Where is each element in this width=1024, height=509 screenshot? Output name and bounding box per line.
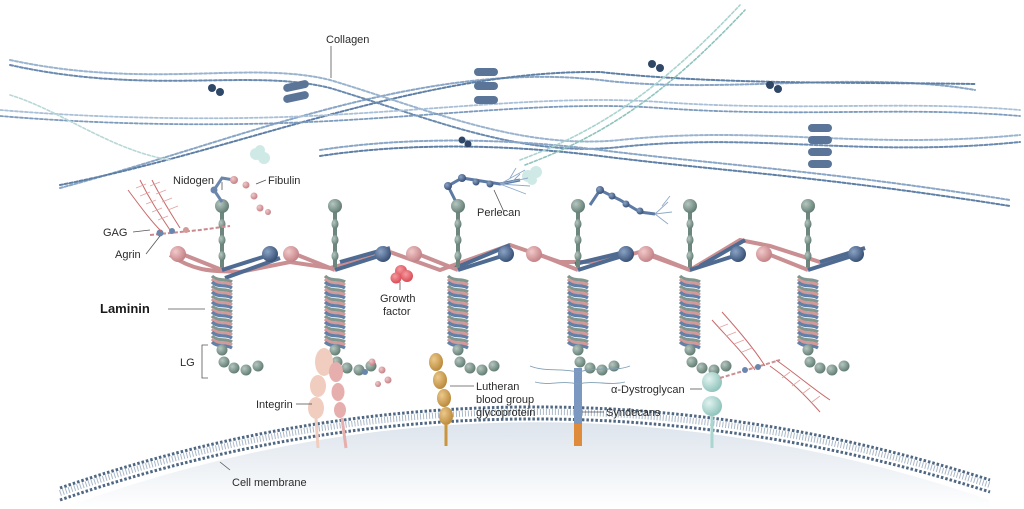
label-syndecans: Syndecans xyxy=(606,407,661,419)
label-cell-membrane: Cell membrane xyxy=(232,477,307,489)
laminin-molecules xyxy=(170,199,864,376)
syndecan xyxy=(529,365,631,446)
collagen-crosslinks xyxy=(283,68,832,168)
integrin xyxy=(308,348,348,449)
laminin-4 xyxy=(526,199,634,376)
label-fibulin: Fibulin xyxy=(268,175,300,187)
label-laminin: Laminin xyxy=(100,301,150,316)
label-lg: LG xyxy=(180,357,195,369)
collagen-tufts xyxy=(250,145,542,185)
perlecan-branch xyxy=(588,186,673,225)
label-collagen: Collagen xyxy=(326,34,369,46)
label-growth-factor-2: factor xyxy=(383,306,411,318)
nidogen-fibulin-cluster xyxy=(210,176,271,215)
laminin-1 xyxy=(170,199,278,376)
label-dystroglycan: α-Dystroglycan xyxy=(611,384,685,396)
laminin-network-backbone-blue xyxy=(224,238,866,280)
label-growth-factor-1: Growth xyxy=(380,293,415,305)
dystroglycan xyxy=(702,311,831,448)
label-lutheran-1: Lutheran xyxy=(476,381,519,393)
fibulin-cluster-2 xyxy=(362,358,392,387)
perlecan xyxy=(444,167,531,201)
label-perlecan: Perlecan xyxy=(477,207,520,219)
laminin-6 xyxy=(756,199,864,376)
label-gag: GAG xyxy=(103,227,127,239)
label-integrin: Integrin xyxy=(256,399,293,411)
label-lutheran-2: blood group xyxy=(476,394,534,406)
agrin-gag xyxy=(127,179,231,237)
laminin-5 xyxy=(638,199,746,376)
labels: Collagen Nidogen Fibulin Perlecan GAG Ag… xyxy=(100,34,685,489)
lutheran-glycoprotein xyxy=(429,353,453,446)
leader-lines xyxy=(132,46,702,471)
laminin-3 xyxy=(406,199,514,376)
collagen-end-knots xyxy=(208,60,782,148)
label-nidogen: Nidogen xyxy=(173,175,214,187)
collagen-fibers xyxy=(0,4,1021,207)
label-agrin: Agrin xyxy=(115,249,141,261)
label-lutheran-3: glycoprotein xyxy=(476,407,535,419)
cell-interior xyxy=(60,422,990,509)
laminin-2 xyxy=(283,199,391,376)
cell-membrane xyxy=(59,405,991,502)
growth-factor xyxy=(390,265,413,284)
